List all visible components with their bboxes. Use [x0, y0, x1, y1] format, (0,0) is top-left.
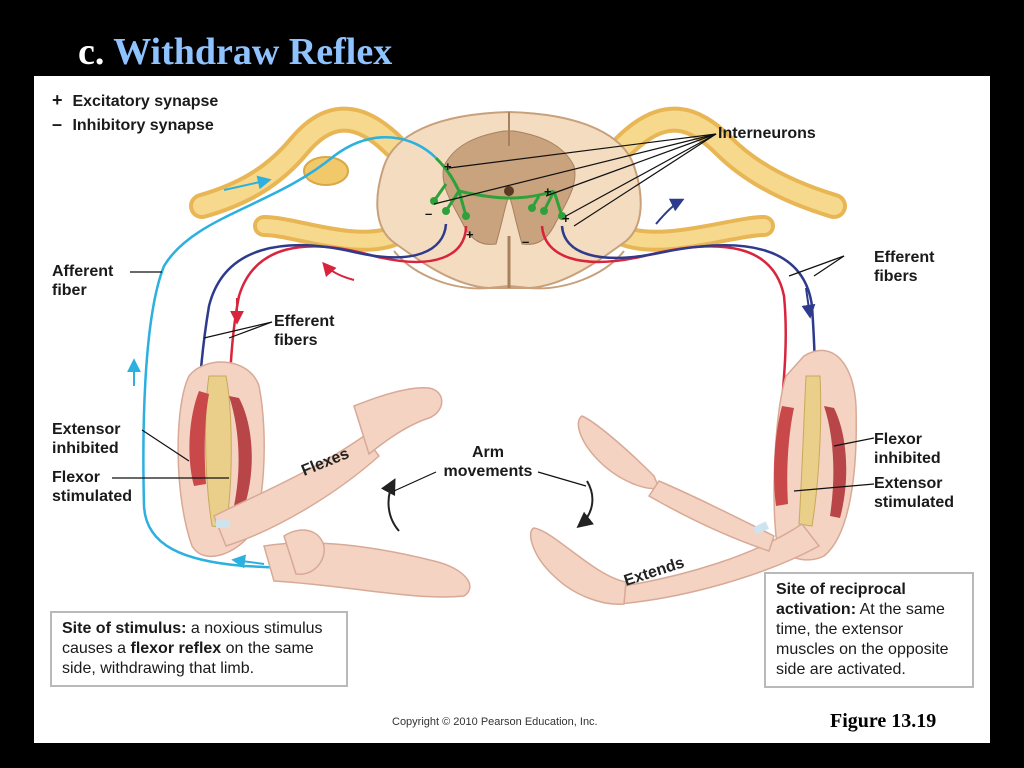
- dorsal-root-ganglion-left: [303, 156, 349, 186]
- legend-inhibitory: – Inhibitory synapse: [52, 114, 214, 134]
- interneurons-label: Interneurons: [718, 125, 816, 142]
- sign-plus-3: +: [544, 184, 552, 199]
- sign-minus-1: –: [425, 206, 432, 221]
- efferent-right-arrow-top: [655, 198, 685, 225]
- reciprocal-box: Site of reciprocal activation: At the sa…: [764, 572, 974, 688]
- reciprocal-heading: Site of reciprocal activation:: [776, 581, 906, 618]
- afferent-fiber-path: [142, 136, 437, 570]
- afferent-arrow-bottom: [231, 554, 265, 569]
- stimulus-heading: Site of stimulus:: [62, 620, 187, 637]
- figure-number: Figure 13.19: [830, 710, 937, 732]
- stimulus-box: Site of stimulus: a noxious stimulus cau…: [50, 611, 348, 687]
- sign-minus-2: –: [522, 234, 529, 249]
- title-main: Withdraw Reflex: [113, 31, 393, 73]
- title-prefix: c.: [78, 31, 105, 73]
- sign-plus-2: +: [466, 227, 474, 242]
- extend-movement-arrow: [576, 480, 594, 529]
- efferent-right-arrow-side: [801, 287, 816, 319]
- left-nerve: [189, 106, 407, 252]
- legend-excitatory: + Excitatory synapse: [52, 90, 219, 110]
- sign-plus-4: +: [562, 211, 570, 226]
- synapse-dots: [430, 197, 566, 220]
- right-arm-illustration: [529, 349, 858, 605]
- left-arm-illustration: [177, 361, 471, 598]
- efferent-right-red: [540, 225, 787, 439]
- spinal-cord: [376, 110, 642, 290]
- leader-lines: [112, 133, 875, 492]
- copyright-notice: Copyright © 2010 Pearson Education, Inc.: [392, 716, 598, 728]
- sign-plus-1: +: [444, 159, 452, 174]
- afferent-arrow-top: [223, 175, 272, 191]
- slide-title: c. Withdraw Reflex: [78, 30, 392, 74]
- efferent-left-cord-arrow: [322, 261, 355, 281]
- figure-panel: + – + + + – Flexes: [34, 76, 990, 743]
- flex-movement-arrow: [380, 478, 400, 532]
- reflex-diagram: + – + + + – Flexes: [112, 106, 875, 605]
- right-nerve: [611, 106, 847, 252]
